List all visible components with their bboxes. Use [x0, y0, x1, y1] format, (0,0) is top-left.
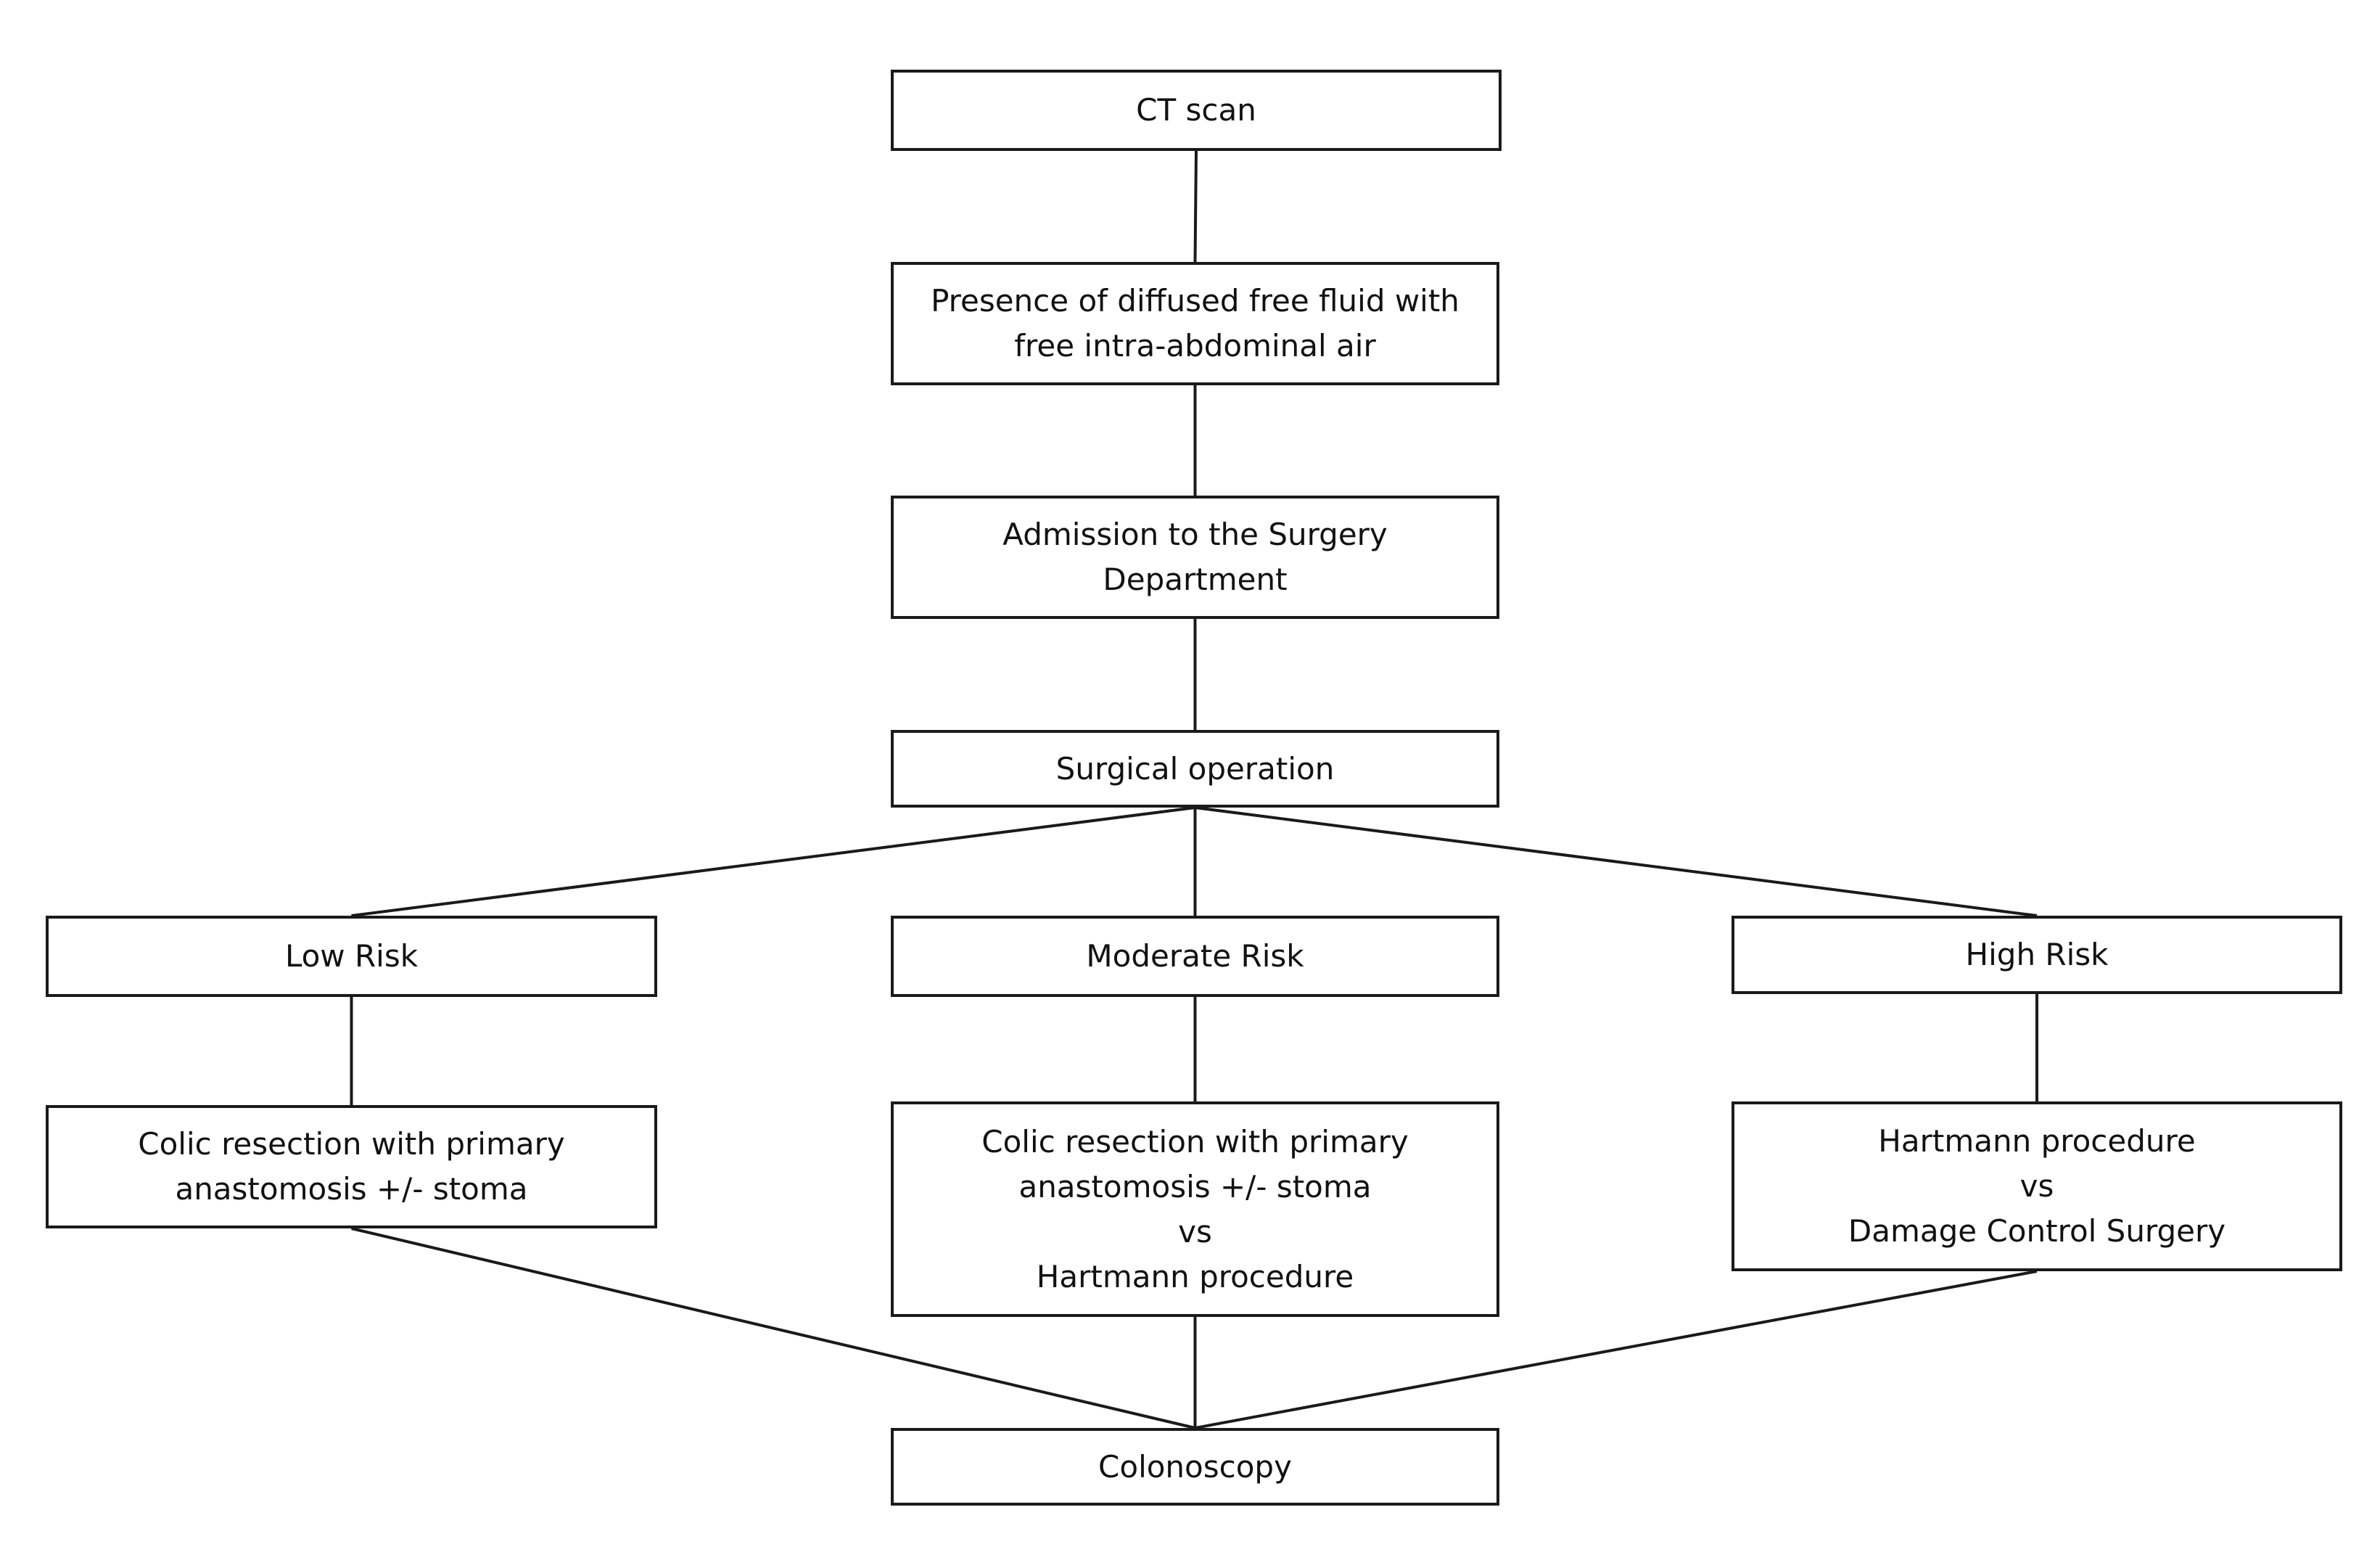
free-fluid-node: Presence of diffused free fluid with fre…	[891, 262, 1499, 385]
admission-node: Admission to the Surgery Department	[891, 496, 1499, 619]
low-risk-node: Low Risk	[46, 916, 657, 997]
connector-low-risk-procedure-to-colonoscopy	[351, 1227, 1195, 1429]
ct-scan-node: CT scan	[891, 70, 1502, 151]
low-risk-procedure-node: Colic resection with primary anastomosis…	[46, 1105, 657, 1228]
high-risk-label: High Risk	[1965, 937, 2109, 972]
high-risk-node: High Risk	[1732, 916, 2342, 994]
moderate-risk-label: Moderate Risk	[1086, 938, 1304, 974]
high-risk-procedure-node: Hartmann procedure vs Damage Control Sur…	[1732, 1101, 2342, 1271]
free-fluid-label: Presence of diffused free fluid with fre…	[931, 283, 1459, 364]
admission-label: Admission to the Surgery Department	[1002, 517, 1388, 597]
connector-surgical-operation-to-high-risk	[1195, 806, 2038, 917]
low-risk-procedure-label: Colic resection with primary anastomosis…	[138, 1126, 565, 1207]
low-risk-label: Low Risk	[284, 938, 419, 974]
ct-scan-label: CT scan	[1136, 92, 1256, 128]
colonoscopy-label: Colonoscopy	[1098, 1448, 1292, 1485]
high-risk-procedure-label: Hartmann procedure vs Damage Control Sur…	[1848, 1123, 2226, 1249]
moderate-risk-node: Moderate Risk	[891, 916, 1499, 997]
moderate-risk-procedure-node: Colic resection with primary anastomosis…	[891, 1101, 1499, 1317]
connector-surgical-operation-to-low-risk	[351, 806, 1195, 917]
connector-ct-scan-to-free-fluid	[1193, 150, 1198, 263]
connector-high-risk-procedure-to-colonoscopy	[1195, 1270, 2038, 1429]
colonoscopy-node: Colonoscopy	[891, 1428, 1499, 1506]
surgical-operation-node: Surgical operation	[891, 730, 1499, 808]
moderate-risk-procedure-label: Colic resection with primary anastomosis…	[981, 1123, 1409, 1294]
surgical-operation-label: Surgical operation	[1055, 750, 1335, 787]
